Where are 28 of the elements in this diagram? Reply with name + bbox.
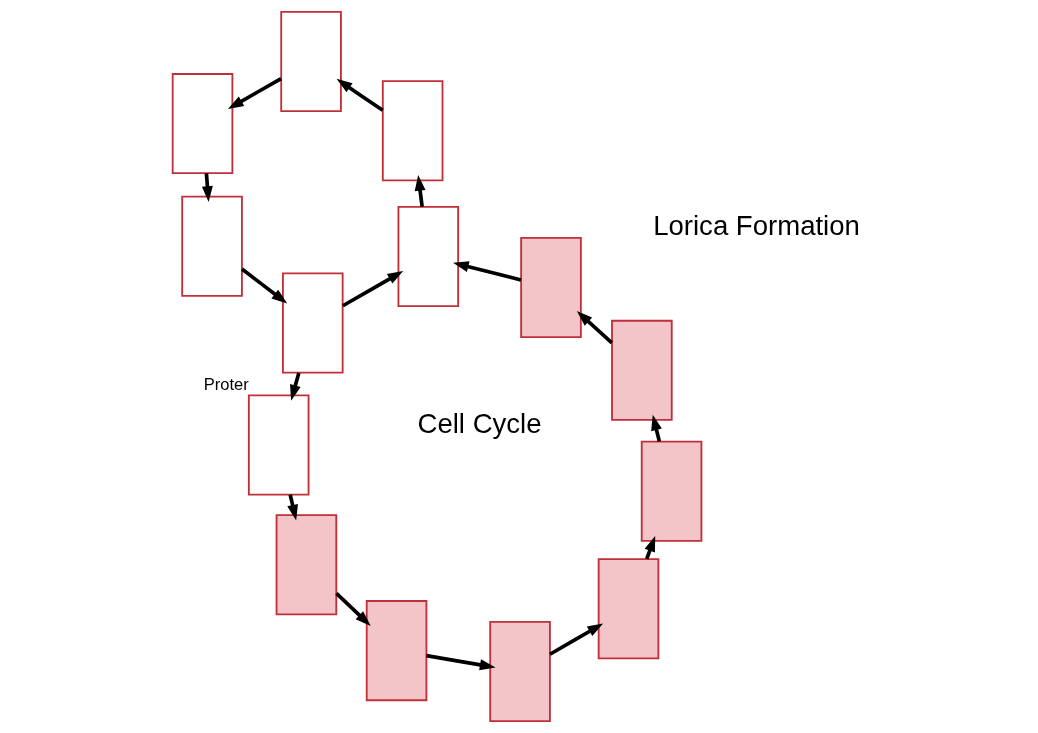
node-box (275, 514, 337, 616)
label: Cell Cycle (417, 407, 542, 439)
node-box (640, 440, 702, 542)
node-box (365, 600, 427, 702)
node-box (180, 195, 243, 297)
node-box (171, 73, 233, 175)
arrow (548, 623, 603, 656)
node-box (610, 319, 673, 421)
arrow (650, 414, 662, 442)
arrow (425, 653, 495, 671)
node-box (381, 80, 443, 182)
node-box (397, 206, 459, 308)
arrow (240, 267, 287, 304)
node-box (281, 272, 344, 374)
arrow (452, 261, 521, 282)
arrow (336, 78, 384, 112)
arrow (341, 271, 403, 308)
label: Lorica Formation (652, 210, 860, 242)
node-box (279, 10, 342, 112)
node-box (597, 558, 659, 660)
node-box (519, 236, 582, 339)
arrow (576, 311, 613, 345)
arrow (334, 592, 371, 626)
node-box (488, 621, 551, 723)
node-label: Proter (203, 375, 249, 395)
node-box (247, 394, 309, 496)
arrow (414, 175, 426, 208)
arrow (227, 77, 282, 110)
